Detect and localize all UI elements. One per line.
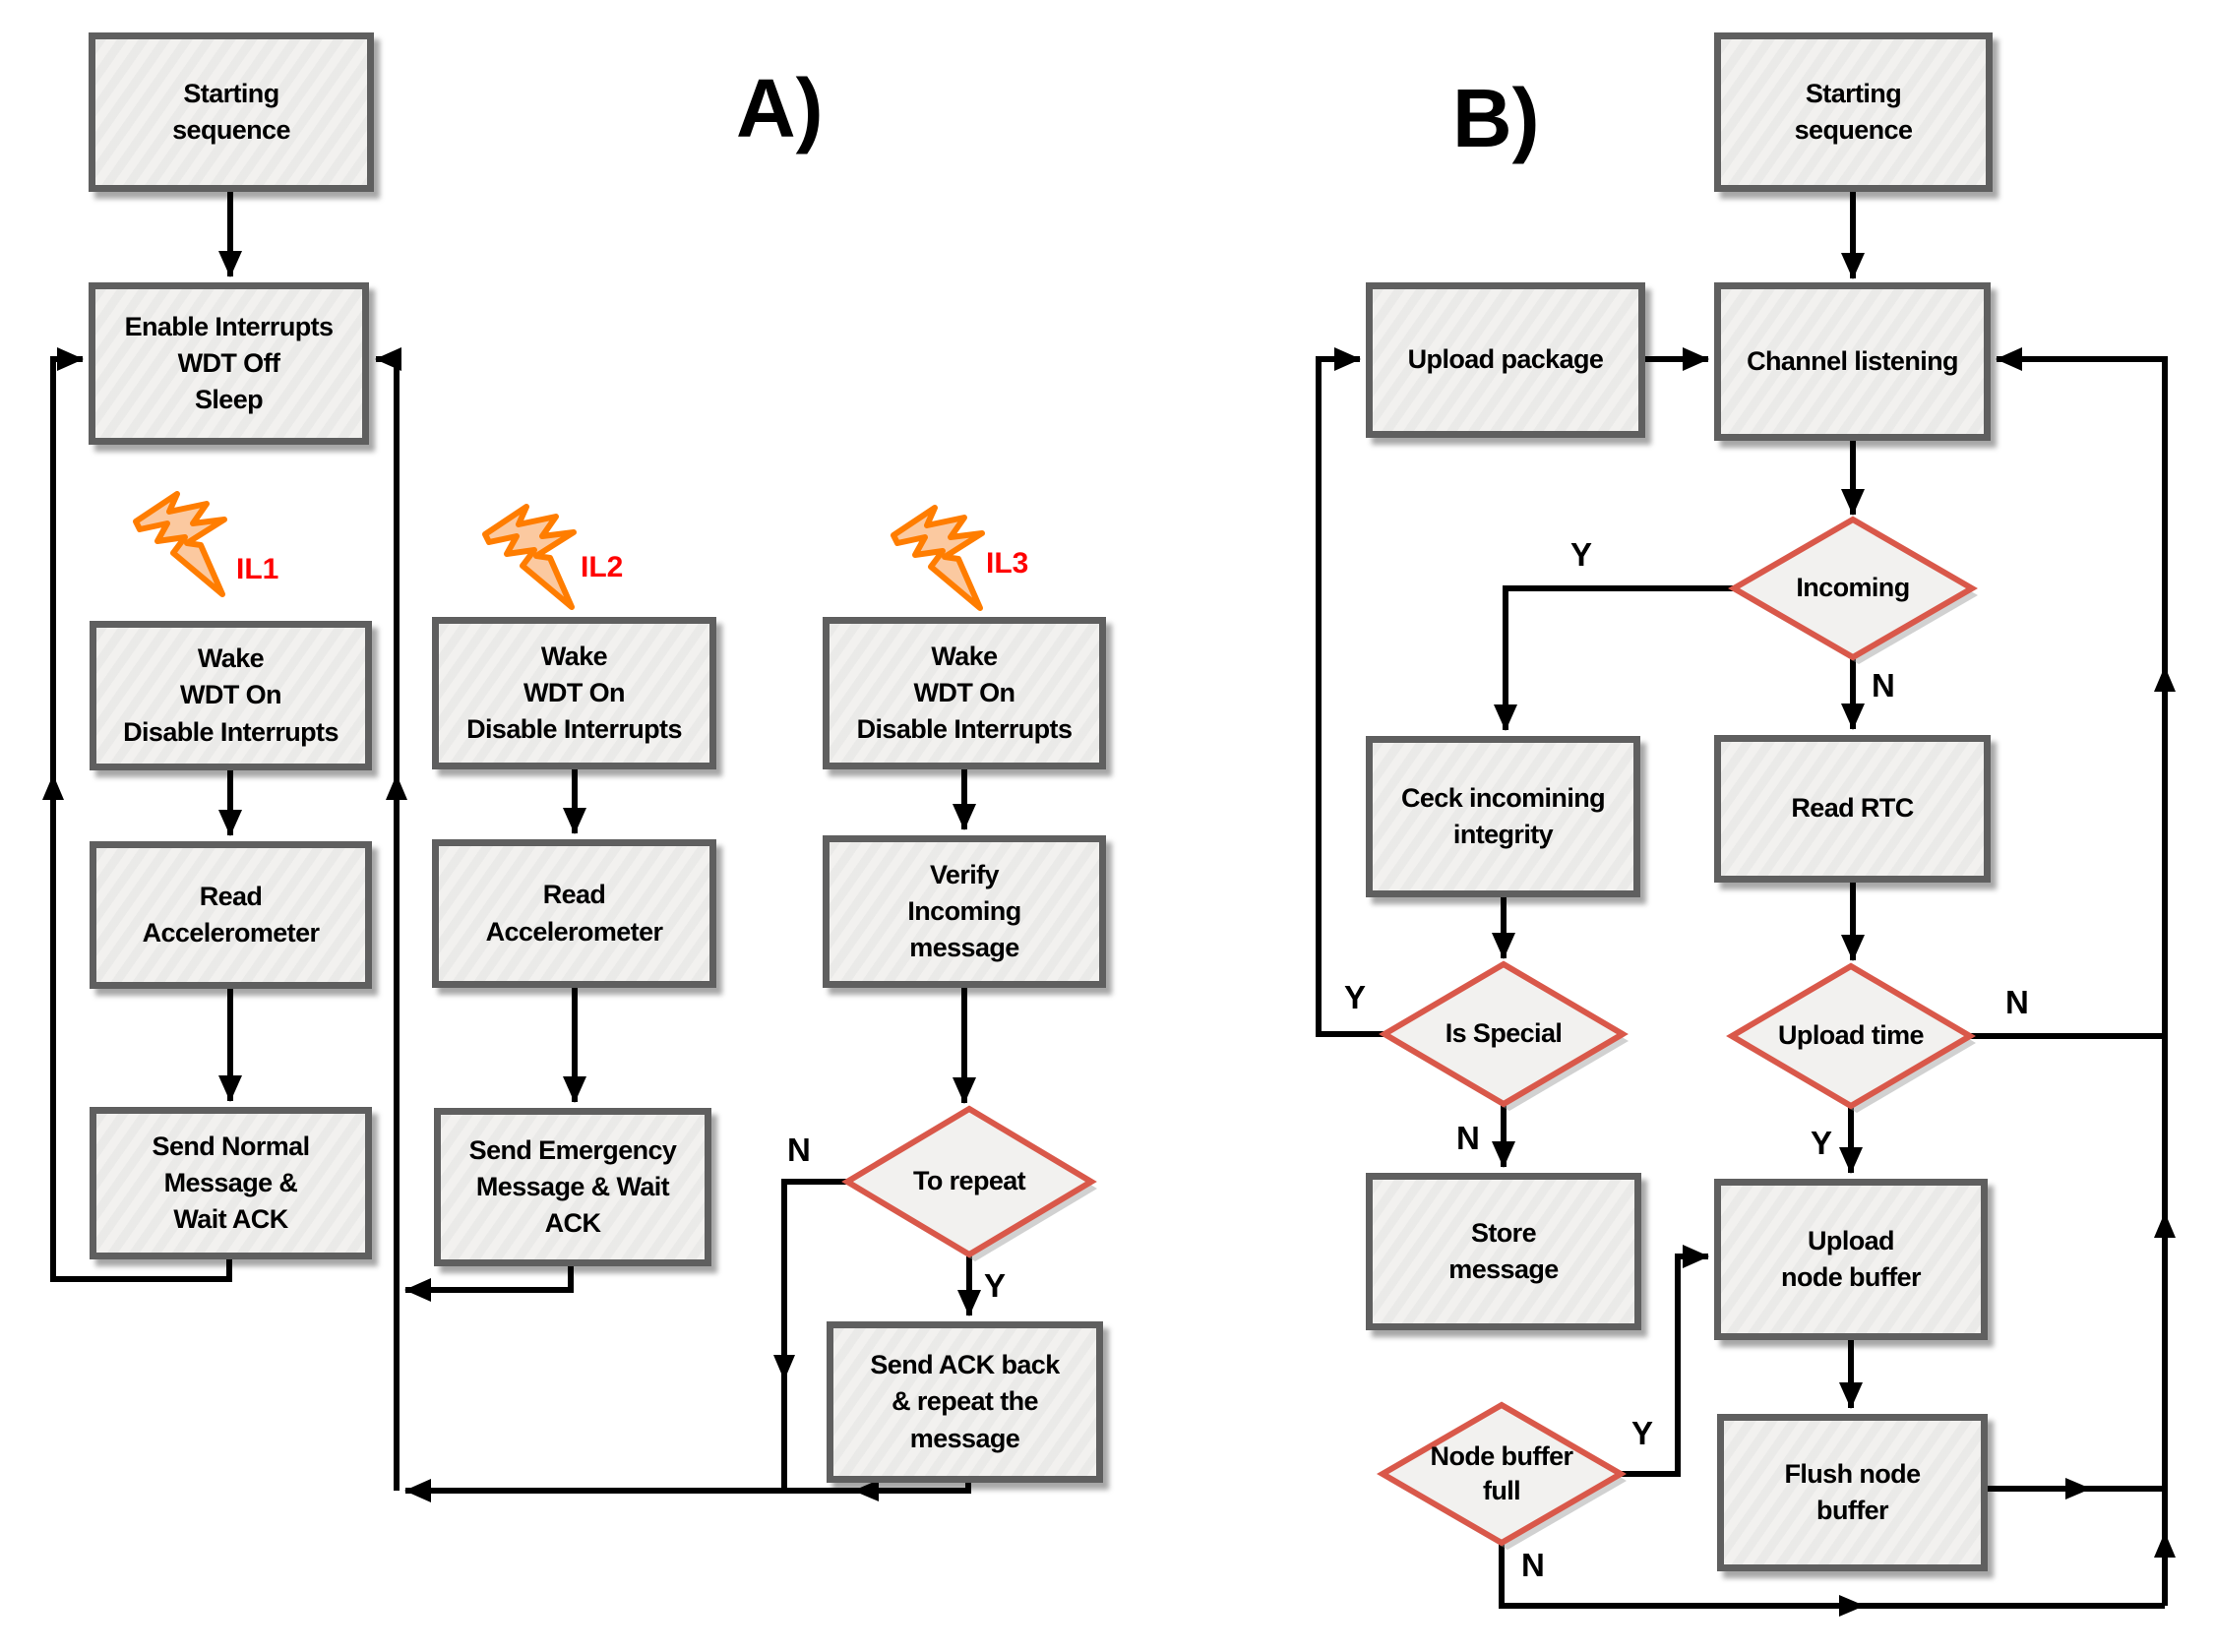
- node-starting-sequence-b: Starting sequence: [1714, 32, 1993, 192]
- node-read-accelerometer-2: Read Accelerometer: [432, 839, 716, 988]
- arrow-up-icon: [2154, 666, 2176, 692]
- flow-line-loop2: [375, 347, 401, 1491]
- panel-a-mid-arrows: [42, 774, 879, 1501]
- node-send-ack-back: Send ACK back & repeat the message: [827, 1321, 1103, 1483]
- panel-a-connectors: [50, 192, 981, 1502]
- interrupt-icons: [133, 491, 985, 611]
- decision-node-buffer-full-shape: [1377, 1401, 1627, 1547]
- node-send-normal-message: Send Normal Message & Wait ACK: [90, 1107, 372, 1259]
- panel-b-mid-arrows: [1839, 666, 2176, 1617]
- node-flush-node-buffer: Flush node buffer: [1717, 1414, 1988, 1571]
- node-upload-package: Upload package: [1366, 282, 1645, 438]
- interrupt-label-il2: IL2: [581, 551, 624, 583]
- flow-line-feedback: [1996, 347, 2168, 1606]
- edge-label-is-special-n: N: [1456, 1120, 1480, 1156]
- flow-line-loop1: [50, 347, 232, 1282]
- arrow-left-icon: [853, 1480, 879, 1501]
- node-starting-sequence-a: Starting sequence: [89, 32, 374, 192]
- node-send-emergency-message: Send Emergency Message & Wait ACK: [434, 1108, 711, 1266]
- decision-incoming-shape: [1728, 516, 1978, 661]
- flow-line: [404, 1266, 574, 1302]
- interrupt-label-il1: IL1: [236, 553, 279, 585]
- flow-line: [1621, 1245, 1709, 1477]
- node-read-accelerometer-1: Read Accelerometer: [90, 841, 372, 989]
- flow-line: [1499, 1543, 2165, 1609]
- node-wake-il1: Wake WDT On Disable Interrupts: [90, 621, 372, 770]
- edge-label-incoming-n: N: [1872, 667, 1895, 704]
- node-wake-il2: Wake WDT On Disable Interrupts: [432, 617, 716, 769]
- edge-label-upload-time-n: N: [2005, 984, 2029, 1020]
- decision-upload-time-shape: [1726, 962, 1976, 1110]
- lightning-bolt-icon: [891, 505, 985, 611]
- lightning-bolt-icon: [482, 504, 577, 610]
- lightning-bolt-icon: [133, 491, 227, 597]
- arrow-right-icon: [1839, 1595, 1865, 1617]
- edge-label-to-repeat-n: N: [787, 1132, 811, 1168]
- arrow-down-icon: [773, 1355, 795, 1380]
- arrow-right-icon: [2065, 1478, 2091, 1499]
- node-read-rtc: Read RTC: [1714, 735, 1991, 883]
- node-store-message: Store message: [1366, 1173, 1641, 1330]
- flow-line: [781, 1179, 847, 1491]
- arrow-up-icon: [2154, 1532, 2176, 1558]
- edge-label-node-buffer-full-n: N: [1521, 1547, 1545, 1583]
- decision-diamonds: [841, 516, 1978, 1550]
- panel-b-label: B): [1452, 72, 1540, 164]
- node-upload-node-buffer: Upload node buffer: [1714, 1179, 1988, 1340]
- decision-is-special-shape: [1379, 960, 1629, 1108]
- node-check-incoming-integrity: Ceck incomining integrity: [1366, 736, 1640, 897]
- arrow-up-icon: [386, 774, 407, 800]
- edge-label-upload-time-y: Y: [1811, 1125, 1833, 1161]
- arrow-up-icon: [2154, 1212, 2176, 1238]
- edge-label-to-repeat-y: Y: [984, 1267, 1007, 1304]
- decision-to-repeat-shape: [841, 1105, 1097, 1258]
- panel-b-connectors: [1316, 192, 2168, 1609]
- interrupt-label-il3: IL3: [986, 547, 1029, 580]
- flow-line: [404, 1479, 971, 1502]
- edge-label-is-special-y: Y: [1344, 979, 1367, 1015]
- edge-label-incoming-y: Y: [1570, 536, 1593, 573]
- node-verify-incoming-message: Verify Incoming message: [823, 835, 1106, 988]
- node-enable-interrupts: Enable Interrupts WDT Off Sleep: [89, 282, 369, 445]
- arrow-up-icon: [42, 774, 64, 800]
- edge-label-node-buffer-full-y: Y: [1631, 1415, 1654, 1451]
- node-wake-il3: Wake WDT On Disable Interrupts: [823, 617, 1106, 769]
- flow-line: [1494, 585, 1734, 731]
- panel-a-label: A): [736, 62, 824, 154]
- flow-line: [1316, 347, 1384, 1037]
- node-channel-listening: Channel listening: [1714, 282, 1991, 441]
